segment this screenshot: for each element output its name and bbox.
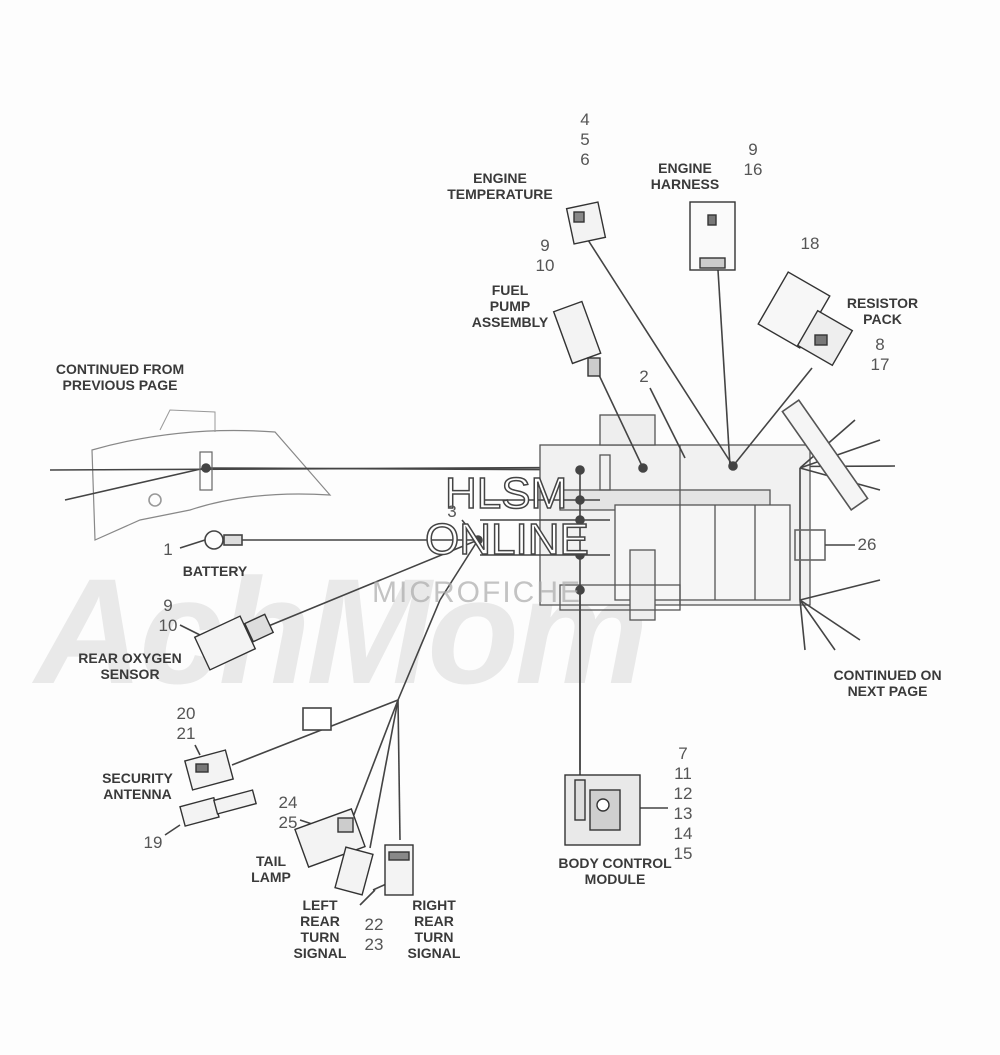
left-rear-turn-signal-label: LEFT REAR TURN SIGNAL bbox=[293, 897, 347, 961]
right-rear-turn-signal-connector bbox=[384, 844, 414, 896]
resistor-pack-label: RESISTOR PACK bbox=[846, 295, 919, 327]
engine-temperature-callouts: 4 5 6 bbox=[580, 110, 590, 169]
rear-oxygen-sensor-connector bbox=[193, 613, 275, 671]
ground-callout: 3 bbox=[447, 502, 457, 521]
rear-oxygen-sensor-callouts: 9 10 bbox=[158, 596, 178, 635]
fuel-pump-assembly-label: FUEL PUMP ASSEMBLY bbox=[471, 282, 549, 330]
engine-temperature-connector bbox=[565, 201, 607, 245]
tail-lamp-callouts: 24 25 bbox=[278, 793, 298, 832]
security-antenna-part-19 bbox=[179, 789, 257, 827]
frame-assembly bbox=[539, 414, 811, 621]
fuel-pump-connector bbox=[552, 300, 602, 377]
turn-signal-callouts: 22 23 bbox=[364, 915, 384, 954]
body-control-module-callouts: 7 11 12 13 14 15 bbox=[673, 744, 693, 863]
continued-from-label: CONTINUED FROM PREVIOUS PAGE bbox=[55, 361, 185, 393]
resistor-pack-top-callout: 18 bbox=[800, 234, 820, 253]
fuel-pump-callouts: 9 10 bbox=[535, 236, 555, 275]
continued-on-label: CONTINUED ON NEXT PAGE bbox=[833, 667, 942, 699]
left-rear-turn-signal-connector bbox=[334, 846, 374, 896]
watermark-microfiche: MICROFICHE bbox=[372, 576, 582, 609]
right-rear-turn-signal-label: RIGHT REAR TURN SIGNAL bbox=[407, 897, 461, 961]
battery-callout: 1 bbox=[163, 540, 173, 559]
battery-terminal-ring bbox=[204, 530, 224, 550]
security-antenna-callouts: 20 21 bbox=[176, 704, 196, 743]
security-antenna-label: SECURITY ANTENNA bbox=[102, 770, 173, 802]
resistor-pack-connector bbox=[796, 309, 854, 367]
engine-temperature-label: ENGINE TEMPERATURE bbox=[447, 170, 553, 202]
main-harness-callout: 2 bbox=[639, 367, 649, 386]
rear-oxygen-sensor-label: REAR OXYGEN SENSOR bbox=[78, 650, 182, 682]
item-26-callout: 26 bbox=[857, 535, 877, 554]
watermark-online: ONLINE bbox=[424, 515, 589, 564]
battery-label: BATTERY bbox=[182, 563, 248, 579]
watermark-hlsm: HLSM bbox=[444, 469, 568, 518]
engine-harness-callouts: 9 16 bbox=[743, 140, 763, 179]
engine-harness-connector bbox=[689, 201, 736, 271]
resistor-pack-callouts: 8 17 bbox=[870, 335, 890, 374]
tail-lamp-label: TAIL LAMP bbox=[251, 853, 291, 885]
engine-harness-label: ENGINE HARNESS bbox=[650, 160, 720, 192]
body-control-module-shape bbox=[564, 774, 641, 846]
body-control-module-label: BODY CONTROL MODULE bbox=[558, 855, 672, 887]
item-19-callout: 19 bbox=[143, 833, 163, 852]
security-antenna-connector bbox=[183, 749, 235, 791]
rear-fender-outline bbox=[91, 429, 332, 541]
